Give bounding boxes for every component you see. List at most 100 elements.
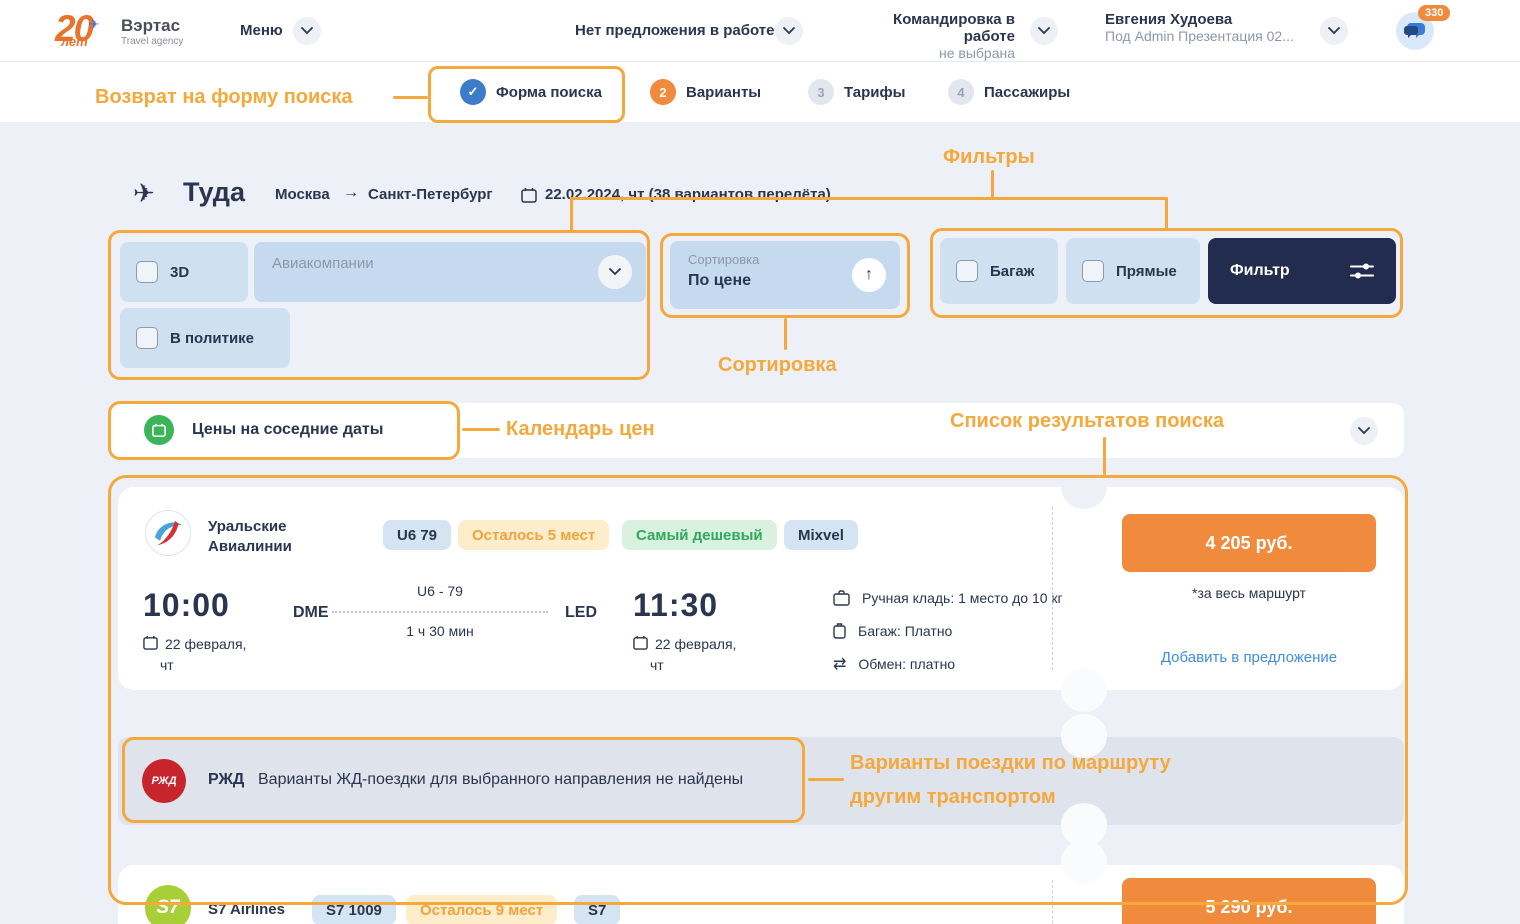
annotation-line: [1165, 197, 1168, 230]
checkbox-direct[interactable]: [1082, 260, 1104, 282]
trip-chevron[interactable]: [1030, 17, 1058, 45]
card-notch: [1061, 465, 1107, 509]
results-collapse-chevron[interactable]: [1350, 417, 1378, 445]
arrive-airport: LED: [565, 604, 597, 621]
filter-baggage-toggle[interactable]: Багаж: [940, 238, 1058, 304]
depart-day: чт: [160, 657, 174, 673]
annotation-rail-line2: другим транспортом: [850, 786, 1056, 808]
route-from: Москва: [275, 186, 330, 203]
chevron-down-icon: [609, 268, 621, 276]
add-to-offer-link[interactable]: Добавить в предложение: [1160, 649, 1338, 666]
annotation-line: [808, 778, 844, 781]
step2-label: Варианты: [686, 83, 762, 101]
sort-value: По цене: [688, 272, 752, 289]
brand-subtitle: Travel agency: [121, 35, 184, 47]
step2-number: 2: [650, 79, 676, 105]
arrow-up-icon: ↑: [865, 266, 873, 283]
sort-label: Сортировка: [688, 252, 760, 267]
card-divider: [1052, 880, 1053, 924]
menu-button[interactable]: Меню: [240, 22, 283, 39]
annotation-line: [784, 318, 787, 350]
flight-result-card-s7[interactable]: S7 S7 Airlines S7 1009 Осталось 9 мест S…: [118, 865, 1404, 924]
chevron-down-icon: [1038, 27, 1050, 35]
checkbox-baggage[interactable]: [956, 260, 978, 282]
brand-name: Вэртас: [121, 15, 181, 35]
card-notch: [1061, 803, 1107, 847]
plane-logo-icon: ✈: [88, 16, 100, 32]
annotation-sort: Сортировка: [718, 354, 837, 376]
ural-airlines-logo: [145, 510, 191, 556]
airlines-select[interactable]: Авиакомпании: [254, 242, 646, 302]
top-header: 20 ✈ лет Вэртас Travel agency Меню Нет п…: [0, 0, 1520, 62]
flight-duration: 1 ч 30 мин: [406, 623, 474, 639]
hand-luggage-info: Ручная кладь: 1 место до 10 кг: [833, 590, 1063, 606]
steps-bar: [0, 62, 1520, 122]
step-variants[interactable]: 2 Варианты: [650, 79, 761, 105]
filter-3d-toggle[interactable]: 3D: [120, 242, 248, 302]
rzd-logo: РЖД: [142, 759, 186, 803]
annotation-line: [1103, 437, 1106, 475]
route-date-info: 22.02.2024, чт (38 вариантов перелёта): [545, 186, 831, 203]
check-icon: ✓: [467, 84, 479, 99]
card-divider: [1052, 507, 1053, 670]
brand-logo[interactable]: 20 ✈ лет Вэртас Travel agency: [55, 8, 183, 54]
annotation-line: [393, 96, 428, 99]
annotation-calendar: Календарь цен: [506, 418, 655, 440]
arrive-day: чт: [650, 657, 664, 673]
airline-name: Уральские Авиалинии: [208, 518, 292, 555]
briefcase-icon: [833, 590, 850, 606]
price-calendar-row[interactable]: Цены на соседние даты: [108, 403, 1404, 458]
rail-carrier: РЖД: [208, 771, 245, 788]
sort-direction-button[interactable]: ↑: [852, 258, 886, 292]
step-search-form[interactable]: ✓ Форма поиска: [460, 79, 602, 105]
menu-chevron[interactable]: [293, 17, 321, 45]
filter-direct-label: Прямые: [1116, 262, 1177, 280]
price-note: *за весь маршурт: [1192, 585, 1306, 601]
sort-select[interactable]: Сортировка По цене ↑: [670, 241, 900, 309]
suitcase-icon: [833, 623, 846, 639]
filter-policy-toggle[interactable]: В политике: [120, 308, 290, 368]
segment-flight-number: U6 - 79: [417, 583, 463, 599]
hand-luggage-text: Ручная кладь: 1 место до 10 кг: [862, 590, 1063, 606]
chat-button[interactable]: 330: [1396, 5, 1451, 50]
filter-3d-label: 3D: [170, 263, 190, 281]
user-block: Евгения Худоева Под Admin Презентация 02…: [1105, 11, 1315, 44]
step-passengers[interactable]: 4 Пассажиры: [948, 79, 1070, 105]
step-tariffs[interactable]: 3 Тарифы: [808, 79, 905, 105]
price-calendar-label: Цены на соседние даты: [192, 421, 384, 438]
chat-count-badge: 330: [1418, 5, 1451, 21]
user-name: Евгения Худоева: [1105, 11, 1233, 28]
price-button[interactable]: 4 205 руб.: [1122, 514, 1376, 572]
chevron-down-icon: [301, 27, 313, 35]
checkbox-policy[interactable]: [136, 327, 158, 349]
step3-number: 3: [808, 79, 834, 105]
chevron-down-icon: [1328, 27, 1340, 35]
airlines-select-chevron[interactable]: [598, 255, 632, 289]
calendar-icon: [521, 187, 537, 208]
price-button[interactable]: 5 290 руб.: [1122, 878, 1376, 924]
direction-title: Туда: [183, 177, 245, 207]
depart-date: 22 февраля,: [165, 636, 247, 652]
flight-path-line: [332, 601, 548, 613]
trip-status-block: Командировка в работе не выбрана: [845, 11, 1015, 61]
checkbox-3d[interactable]: [136, 261, 158, 283]
annotation-results-list: Список результатов поиска: [950, 410, 1224, 432]
chevron-down-icon: [1358, 427, 1370, 435]
filter-button-label: Фильтр: [1230, 262, 1290, 279]
baggage-info: Багаж: Платно: [833, 622, 952, 639]
user-chevron[interactable]: [1320, 17, 1348, 45]
calendar-green-icon: [144, 415, 174, 445]
s7-logo: S7: [145, 885, 191, 924]
step3-label: Тарифы: [844, 83, 906, 101]
user-role: Под Admin Презентация 02...: [1105, 28, 1294, 44]
offer-status: Нет предложения в работе: [575, 22, 775, 39]
filter-direct-toggle[interactable]: Прямые: [1066, 238, 1200, 304]
flight-result-card[interactable]: Уральские Авиалинии U6 79 Осталось 5 мес…: [118, 487, 1404, 690]
filter-button[interactable]: Фильтр: [1208, 238, 1396, 304]
sliders-icon: [1350, 263, 1374, 279]
step1-label: Форма поиска: [496, 83, 602, 101]
rail-message: Варианты ЖД-поездки для выбранного напра…: [258, 771, 744, 788]
logo-years-text: 20: [55, 8, 94, 49]
offer-chevron[interactable]: [775, 17, 803, 45]
